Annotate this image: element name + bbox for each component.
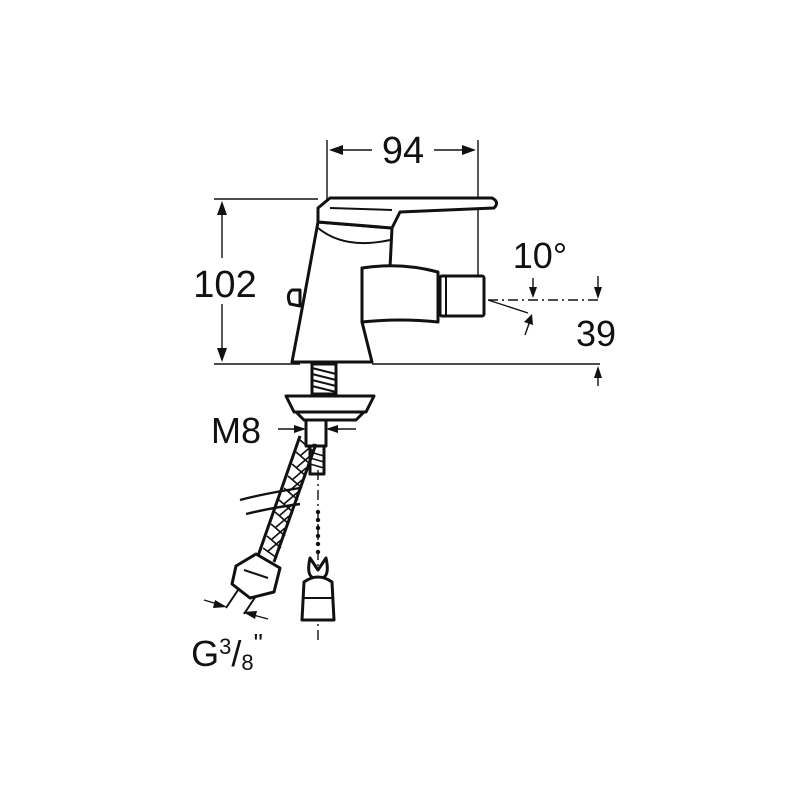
angle-label: 10° (513, 235, 567, 276)
thread-label: M8 (211, 410, 261, 451)
connection-letter: G (191, 633, 219, 674)
connection-label: G3/8" (191, 628, 263, 675)
width-dimension: 94 (326, 130, 479, 285)
mounting-assembly (284, 362, 376, 476)
angle-dimension: 10° (487, 235, 600, 336)
spout-height-dimension: 39 (372, 276, 616, 386)
width-label: 94 (382, 130, 424, 172)
connection-slash: / (231, 633, 241, 674)
connection-mark: " (254, 628, 263, 658)
flexible-hose (225, 435, 318, 615)
mixer-body (286, 196, 499, 364)
height-dimension: 102 (193, 198, 318, 365)
connection-sup: 3 (219, 634, 231, 659)
spout-height-label: 39 (576, 313, 616, 354)
connection-sub: 8 (241, 650, 253, 675)
waste-plug (300, 509, 336, 622)
thread-dimension: M8 (211, 410, 356, 451)
height-label: 102 (193, 264, 256, 306)
connection-dimension: G3/8" (191, 599, 269, 675)
